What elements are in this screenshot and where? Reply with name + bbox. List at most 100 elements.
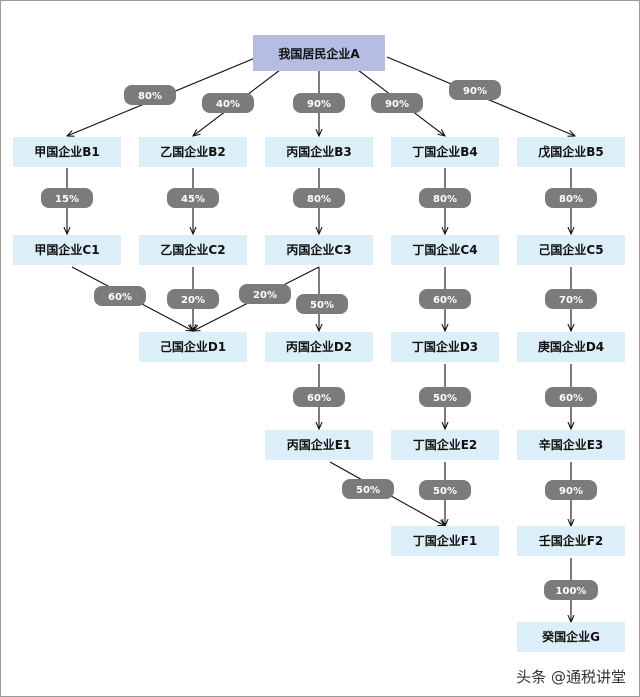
pct-badge-b1-c1: 15% [41,188,93,208]
pct-badge-bg [371,93,423,113]
pct-badge-bg [293,93,345,113]
node-box [13,235,121,265]
pct-badge-bg [167,188,219,208]
node-d2: 丙国企业D2 [265,332,373,362]
node-box [517,622,625,652]
node-label: 甲国企业C1 [34,242,99,257]
pct-badge-bg [94,286,146,306]
node-d3: 丁国企业D3 [391,332,499,362]
node-d4: 庚国企业D4 [517,332,625,362]
pct-badge-label: 50% [310,300,334,311]
pct-badge-d3-e2: 50% [419,387,471,407]
pct-badge-label: 40% [216,99,240,110]
watermark: 头条 @通税讲堂 [516,668,626,686]
pct-badge-a-b1: 80% [124,85,176,105]
pct-badge-bg [545,387,597,407]
pct-badge-label: 90% [385,99,409,110]
node-label: 丙国企业B3 [286,144,352,159]
node-c2: 乙国企业C2 [139,235,247,265]
node-box [391,430,499,460]
pct-badge-label: 100% [556,586,587,597]
pct-badge-a-b5: 90% [449,80,501,100]
node-b4: 丁国企业B4 [391,137,499,167]
pct-badge-label: 20% [253,290,277,301]
node-box [139,235,247,265]
pct-badge-d4-e3: 60% [545,387,597,407]
pct-badge-bg [342,479,394,499]
pct-badge-bg [545,188,597,208]
pct-badge-b4-c4: 80% [419,188,471,208]
node-box [391,137,499,167]
node-b5: 戊国企业B5 [517,137,625,167]
pct-badge-label: 80% [307,194,331,205]
pct-badge-c3-d2: 50% [296,294,348,314]
node-box [265,137,373,167]
node-label: 丙国企业D2 [286,339,352,354]
node-label: 我国居民企业A [278,46,360,61]
pct-badge-label: 15% [55,194,79,205]
pct-badge-label: 80% [138,91,162,102]
node-e1: 丙国企业E1 [265,430,373,460]
pct-badge-bg [296,294,348,314]
pct-badge-label: 80% [559,194,583,205]
pct-badge-bg [419,289,471,309]
node-label: 癸国企业G [541,629,600,644]
node-label: 壬国企业F2 [539,533,604,548]
node-box [391,526,499,556]
node-f1: 丁国企业F1 [391,526,499,556]
pct-badge-a-b3: 90% [293,93,345,113]
pct-badge-bg [293,188,345,208]
pct-badge-label: 50% [356,485,380,496]
node-g: 癸国企业G [517,622,625,652]
node-label: 戊国企业B5 [537,144,604,159]
node-box [265,430,373,460]
node-box [391,332,499,362]
pct-badge-bg [419,387,471,407]
nodes-layer: 我国居民企业A 甲国企业B1 乙国企业B2 丙国企业B3 丁国企业B4 戊国企业B5 甲国企… [13,35,625,652]
pct-badge-bg [544,580,598,600]
node-label: 丁国企业C4 [412,242,477,257]
pct-badge-c3-d1: 20% [239,284,291,304]
pct-badge-b2-c2: 45% [167,188,219,208]
node-label: 乙国企业B2 [160,144,226,159]
percentage-badges-layer: 80%40%90%90%90%15%45%80%80%80%60%20%20%5… [41,80,598,600]
pct-badge-c5-d4: 70% [545,289,597,309]
node-root-a: 我国居民企业A [253,35,385,71]
node-label: 乙国企业C2 [160,242,225,257]
node-b2: 乙国企业B2 [139,137,247,167]
node-box [265,332,373,362]
pct-badge-d2-e1: 60% [293,387,345,407]
node-box [517,235,625,265]
node-label: 丁国企业F1 [413,533,478,548]
pct-badge-bg [419,188,471,208]
pct-badge-label: 60% [433,295,457,306]
pct-badge-b3-c3: 80% [293,188,345,208]
pct-badge-bg [202,93,254,113]
node-f2: 壬国企业F2 [517,526,625,556]
node-c1: 甲国企业C1 [13,235,121,265]
node-label: 丙国企业E1 [287,437,352,452]
pct-badge-a-b4: 90% [371,93,423,113]
pct-badge-bg [239,284,291,304]
node-b1: 甲国企业B1 [13,137,121,167]
pct-badge-b5-c5: 80% [545,188,597,208]
node-d1: 己国企业D1 [139,332,247,362]
pct-badge-label: 90% [463,86,487,97]
node-box [253,35,385,71]
node-box [139,137,247,167]
node-e3: 辛国企业E3 [517,430,625,460]
pct-badge-label: 50% [433,393,457,404]
node-box [265,235,373,265]
pct-badge-label: 60% [108,292,132,303]
pct-badge-e1-f1: 50% [342,479,394,499]
node-box [517,137,625,167]
pct-badge-bg [293,387,345,407]
pct-badge-label: 90% [307,99,331,110]
pct-badge-label: 60% [559,393,583,404]
pct-badge-e2-f1: 50% [419,480,471,500]
node-e2: 丁国企业E2 [391,430,499,460]
node-label: 己国企业C5 [538,242,603,257]
pct-badge-e3-f2: 90% [545,480,597,500]
pct-badge-bg [545,480,597,500]
